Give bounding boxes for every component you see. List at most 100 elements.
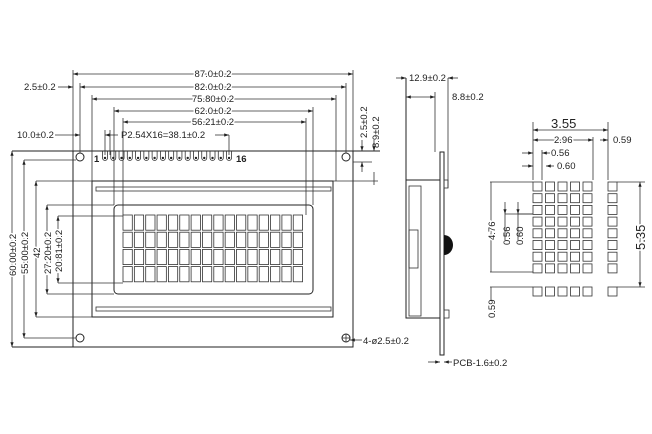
dot [582, 193, 593, 204]
character-cell [224, 248, 235, 265]
pin-hole-icon [136, 156, 140, 160]
dot [582, 263, 593, 274]
side-view: 12.9±0.2 8.8±0.2 PCB-1.6±0.2 [396, 73, 507, 369]
dot [557, 181, 568, 192]
pin [151, 151, 158, 161]
pin [168, 151, 175, 161]
character-cell [270, 214, 281, 231]
mount-hole-icon [341, 152, 351, 162]
dot [570, 193, 580, 204]
character-cell [292, 214, 303, 231]
character-cell [281, 266, 292, 283]
character-cell [224, 214, 235, 231]
character-cell [179, 214, 190, 231]
dim-viewing-width: 62.0±0.2 [195, 106, 232, 117]
dot [545, 228, 555, 239]
character-cell [247, 266, 258, 283]
dim-char-gap: 0.59 [613, 135, 632, 146]
character-cell [270, 231, 281, 248]
dot [582, 216, 593, 227]
character-cell [167, 231, 179, 248]
dim-dot-pitch-w: 0.60 [557, 161, 576, 172]
cob-bump [444, 235, 453, 255]
character-cell [258, 266, 269, 283]
character-cell [179, 266, 190, 283]
dim-pin-row-offset: 8.9±0.2 [371, 116, 382, 148]
pin [118, 151, 125, 161]
pin-hole-icon [203, 156, 206, 160]
pin-hole-icon [120, 156, 123, 160]
character-cell [258, 231, 269, 248]
character-cell [156, 214, 167, 231]
pin-hole-icon [128, 156, 132, 160]
dot [545, 286, 555, 297]
viewing-area [113, 204, 314, 295]
character-cell [202, 248, 213, 265]
dot [570, 228, 580, 239]
character-cell [190, 214, 201, 231]
pin-hole-icon [194, 156, 198, 160]
dim-char-pitch-h: 5.35 [633, 225, 648, 250]
character-cell [167, 214, 179, 231]
dim-cursor-gap: 0.59 [487, 300, 498, 319]
character-cell [270, 266, 281, 283]
dot [570, 216, 580, 227]
pin [217, 151, 224, 161]
dot [557, 193, 568, 204]
pin-hole-icon [153, 156, 156, 160]
dot [557, 286, 568, 297]
dim-active-height: 20.81±0.2 [54, 230, 65, 272]
dot [582, 251, 593, 262]
character-cell [213, 214, 224, 231]
dim-dot-width: 0.56 [551, 148, 570, 159]
character-cell [190, 231, 201, 248]
pin [176, 151, 183, 161]
dim-bezel-width: 75.80±0.2 [192, 94, 234, 105]
dot [545, 181, 555, 192]
character-cell [145, 231, 156, 248]
character-cell [145, 248, 156, 265]
character-cell [292, 266, 303, 283]
dim-thickness-total: 12.9±0.2 [409, 73, 446, 84]
dot [582, 240, 593, 250]
character-cell [179, 248, 190, 265]
pin-hole-icon [186, 156, 189, 160]
dot [607, 181, 618, 192]
dot [607, 286, 618, 297]
pin [184, 151, 191, 161]
pcb-outline [72, 150, 354, 348]
dot [582, 181, 593, 192]
pin [201, 151, 208, 161]
character-cell [133, 248, 145, 265]
character-cell [247, 248, 258, 265]
top-strip [95, 186, 332, 192]
character-cell [213, 248, 224, 265]
character-cell [133, 214, 145, 231]
dot [607, 228, 618, 239]
dim-char-width: 2.96 [554, 135, 573, 146]
pin-header [102, 151, 232, 161]
character-cell [133, 266, 145, 283]
dot [557, 263, 568, 274]
dim-char-pitch-w: 3.55 [551, 116, 576, 131]
dot [545, 216, 555, 227]
pin-hole-icon [227, 156, 231, 160]
pin-16-label: 16 [236, 154, 247, 165]
bezel-outline [91, 180, 334, 318]
dim-char-height: 4.76 [487, 222, 498, 241]
character-cell [281, 214, 292, 231]
front-view: 1 16 87.0±0.2 82.0±0.2 75.80±0.2 62.0±0.… [7, 68, 409, 348]
character-cell [224, 231, 235, 248]
dot [545, 251, 555, 262]
character-cell [258, 248, 269, 265]
pin [110, 151, 117, 161]
character-cell [292, 231, 303, 248]
dot [582, 228, 593, 239]
character-cell [190, 266, 201, 283]
dot [545, 193, 555, 204]
dot [557, 228, 568, 239]
dot [557, 216, 568, 227]
dot [557, 251, 568, 262]
character-cell [167, 266, 179, 283]
character-cell [258, 214, 269, 231]
